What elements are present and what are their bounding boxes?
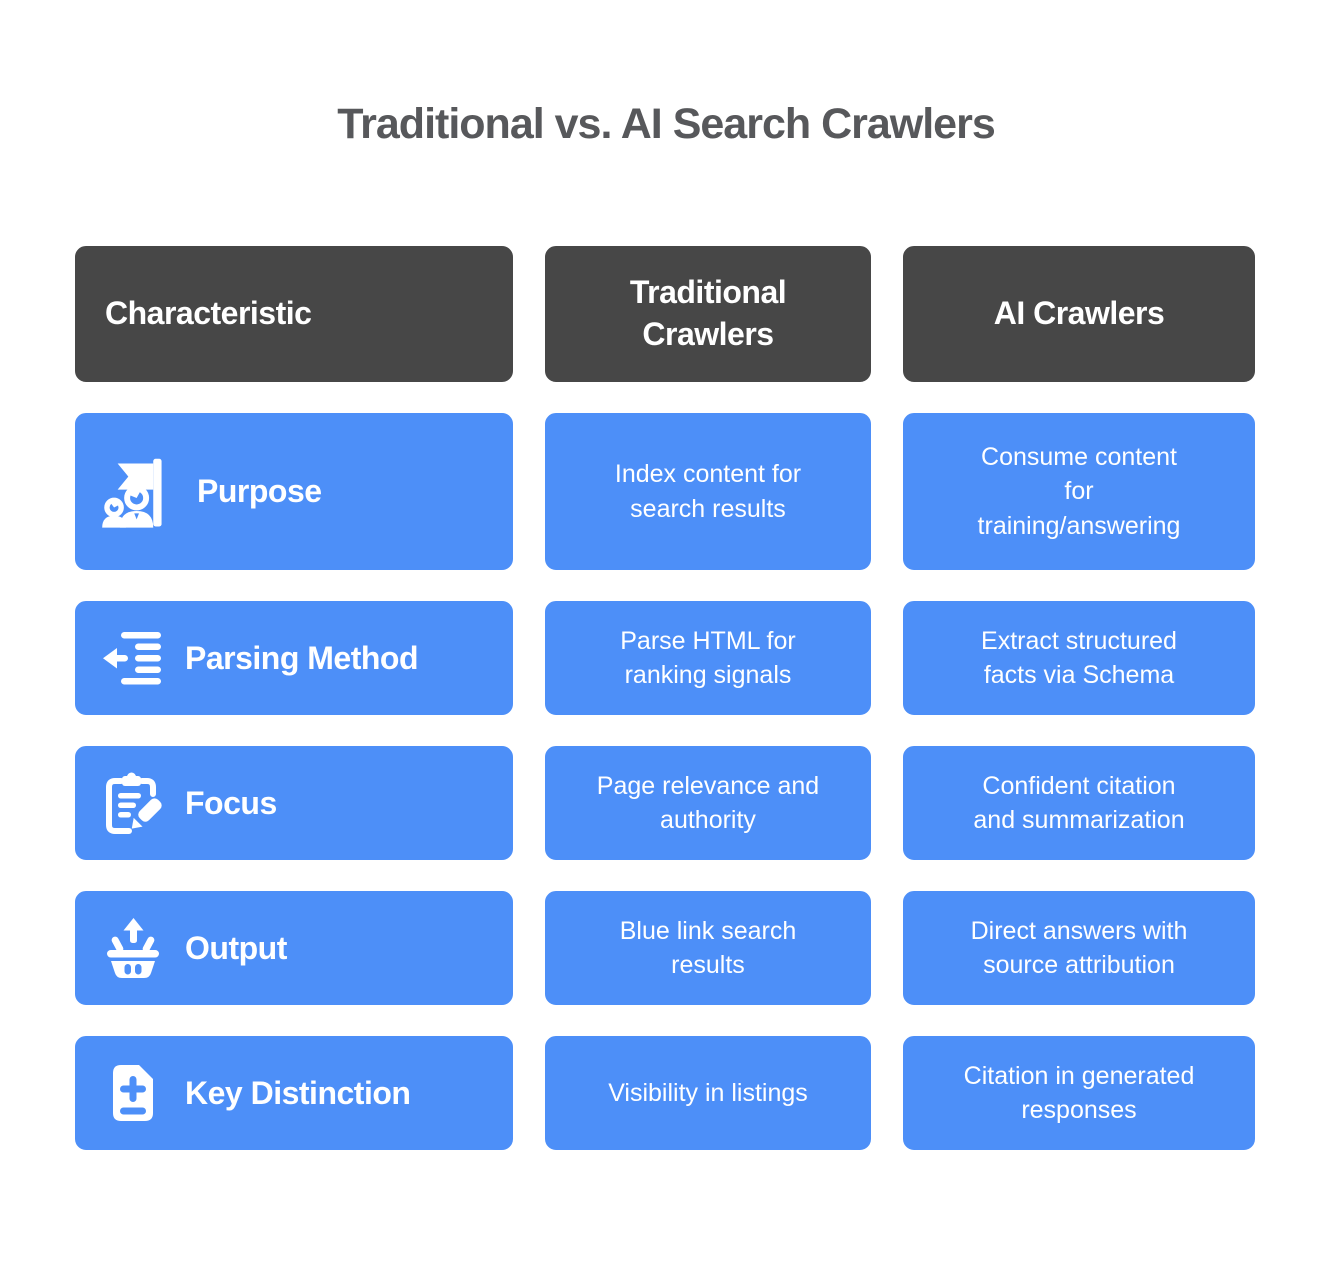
basket-arrow-up-icon — [107, 918, 159, 978]
cell-purpose-ai: Consume content for training/answering — [900, 410, 1258, 573]
cell-key-distinction-traditional: Visibility in listings — [542, 1033, 874, 1153]
row-label: Parsing Method — [185, 639, 419, 676]
cell-output-traditional: Blue link search results — [542, 888, 874, 1008]
header-cell-ai-crawlers: AI Crawlers — [900, 243, 1258, 385]
cell-focus-ai: Confident citation and summarization — [900, 743, 1258, 863]
row-label-focus: Focus — [72, 743, 516, 863]
page-title: Traditional vs. AI Search Crawlers — [337, 100, 995, 148]
cell-purpose-traditional: Index content for search results — [542, 410, 874, 573]
header-label: Characteristic — [105, 295, 312, 332]
clipboard-pencil-icon — [106, 772, 162, 834]
header-label: AI Crawlers — [993, 295, 1165, 332]
outdent-arrow-icon — [103, 632, 161, 685]
header-label: Traditional Crawlers — [629, 274, 787, 352]
cell-parsing-method-traditional: Parse HTML for ranking signals — [542, 598, 874, 718]
row-label-key-distinction: Key Distinction — [72, 1033, 516, 1153]
people-flag-icon — [102, 458, 162, 528]
row-label: Key Distinction — [185, 1074, 411, 1111]
header-cell-traditional-crawlers: Traditional Crawlers — [542, 243, 874, 385]
cell-parsing-method-ai: Extract structured facts via Schema — [900, 598, 1258, 718]
row-label-output: Output — [72, 888, 516, 1008]
document-plus-minus-icon — [113, 1065, 153, 1121]
row-label-parsing-method: Parsing Method — [72, 598, 516, 718]
comparison-table: Characteristic Traditional Crawlers AI C… — [72, 243, 1258, 1153]
row-label-purpose: Purpose — [72, 410, 516, 573]
cell-focus-traditional: Page relevance and authority — [542, 743, 874, 863]
cell-key-distinction-ai: Citation in generated responses — [900, 1033, 1258, 1153]
cell-output-ai: Direct answers with source attribution — [900, 888, 1258, 1008]
row-label: Focus — [185, 784, 277, 821]
row-label: Output — [185, 929, 287, 966]
row-label: Purpose — [197, 473, 322, 509]
header-cell-characteristic: Characteristic — [72, 243, 516, 385]
